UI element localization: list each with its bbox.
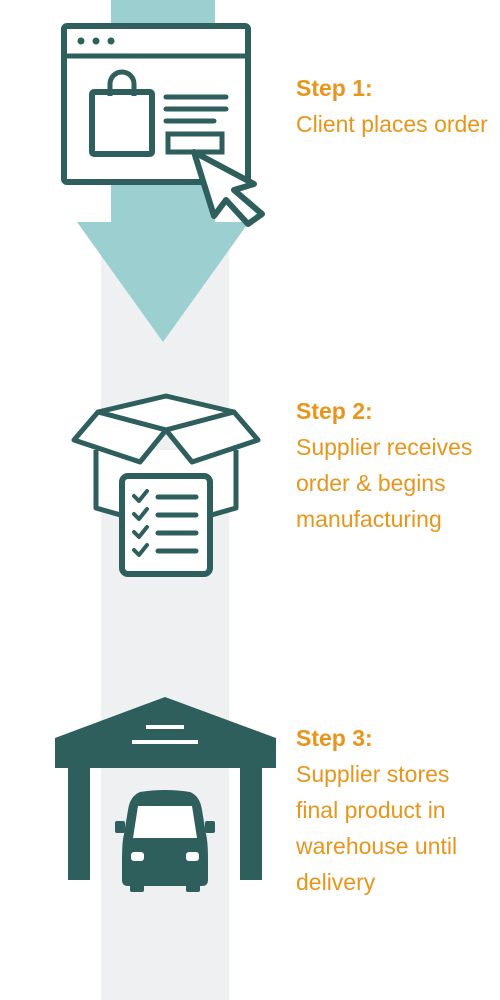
step-1: Step 1: Client places order	[296, 70, 496, 142]
step-3-description: Supplier stores final product in warehou…	[296, 761, 458, 895]
browser-shopping-bag-cursor-icon	[61, 23, 265, 227]
step-3: Step 3: Supplier stores final product in…	[296, 720, 496, 900]
step-2-title: Step 2:	[296, 398, 373, 424]
step-2-description: Supplier receives order & begins manufac…	[296, 434, 473, 532]
warehouse-van-icon	[55, 697, 276, 892]
step-3-title: Step 3:	[296, 725, 373, 751]
step-1-description: Client places order	[296, 111, 488, 137]
cursor-icon	[191, 149, 265, 227]
step-1-title: Step 1:	[296, 75, 373, 101]
checklist-marks	[132, 489, 149, 557]
van-icon	[115, 790, 215, 892]
step-2: Step 2: Supplier receives order & begins…	[296, 393, 496, 537]
open-box-checklist-icon	[71, 393, 261, 577]
